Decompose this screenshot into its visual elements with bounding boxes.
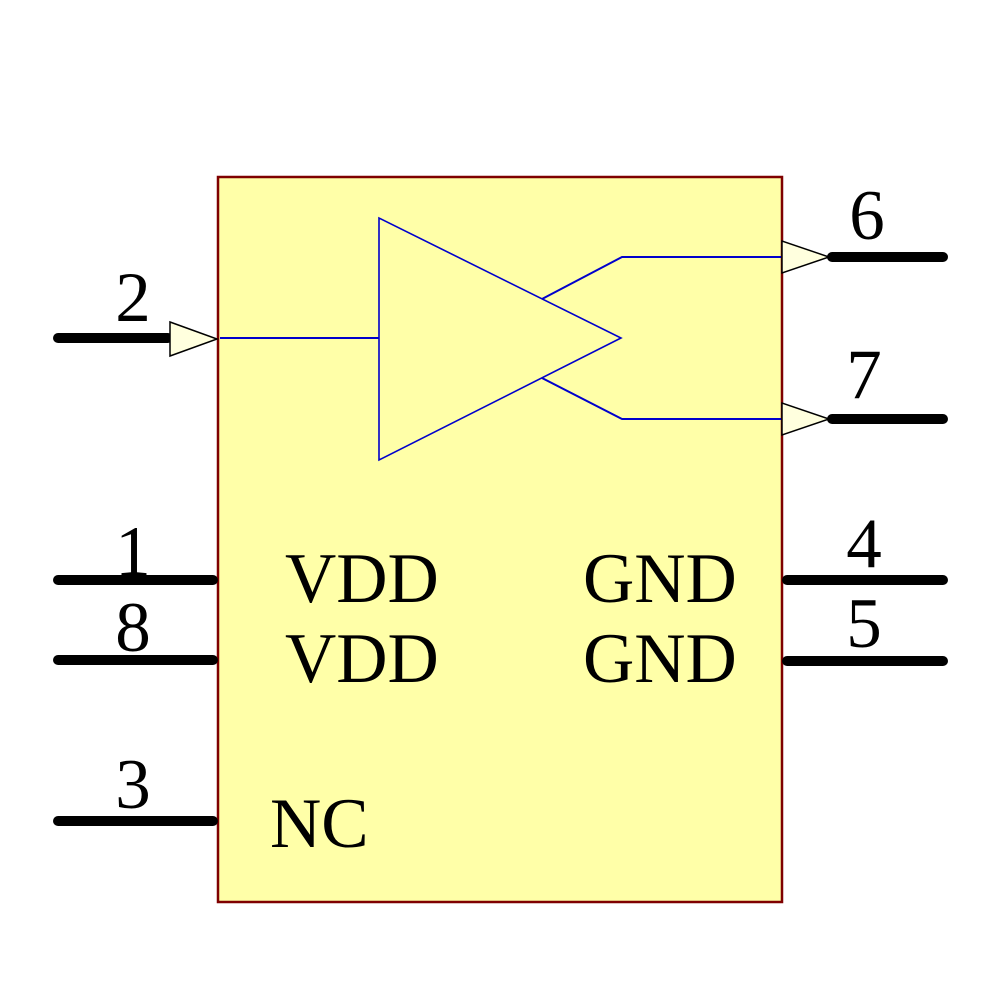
pin-8-number: 8 [115, 589, 151, 667]
port-label-gnd-row1: GND [583, 540, 737, 618]
pin-2[interactable]: 2 [53, 259, 220, 358]
component-body[interactable] [216, 175, 784, 904]
pin-8[interactable]: 8 [53, 589, 218, 667]
port-label-vdd-row2: VDD [285, 620, 439, 698]
pin-7-output-arrow-icon [781, 401, 832, 437]
pin-5-number: 5 [846, 585, 882, 663]
pin-4[interactable]: 4 [782, 505, 948, 585]
pin-5[interactable]: 5 [782, 585, 948, 666]
port-label-nc: NC [270, 785, 369, 863]
pin-6[interactable]: 6 [781, 177, 948, 275]
pin-2-input-arrow-icon [169, 320, 220, 358]
pin-1[interactable]: 1 [53, 513, 218, 591]
pin-6-output-arrow-icon [781, 239, 832, 275]
pin-1-number: 1 [115, 513, 151, 591]
pin-2-number: 2 [115, 259, 151, 337]
pin-3-number: 3 [115, 746, 151, 824]
port-label-gnd-row2: GND [583, 620, 737, 698]
pin-7[interactable]: 7 [781, 336, 948, 437]
output-net-wire-bottom [541, 377, 781, 420]
pin-4-number: 4 [846, 505, 882, 583]
pin-6-number: 6 [849, 177, 885, 255]
pin-7-number: 7 [846, 336, 882, 414]
pin-3[interactable]: 3 [53, 746, 218, 826]
output-net-wire-top [541, 256, 781, 300]
port-label-vdd-row1: VDD [285, 540, 439, 618]
